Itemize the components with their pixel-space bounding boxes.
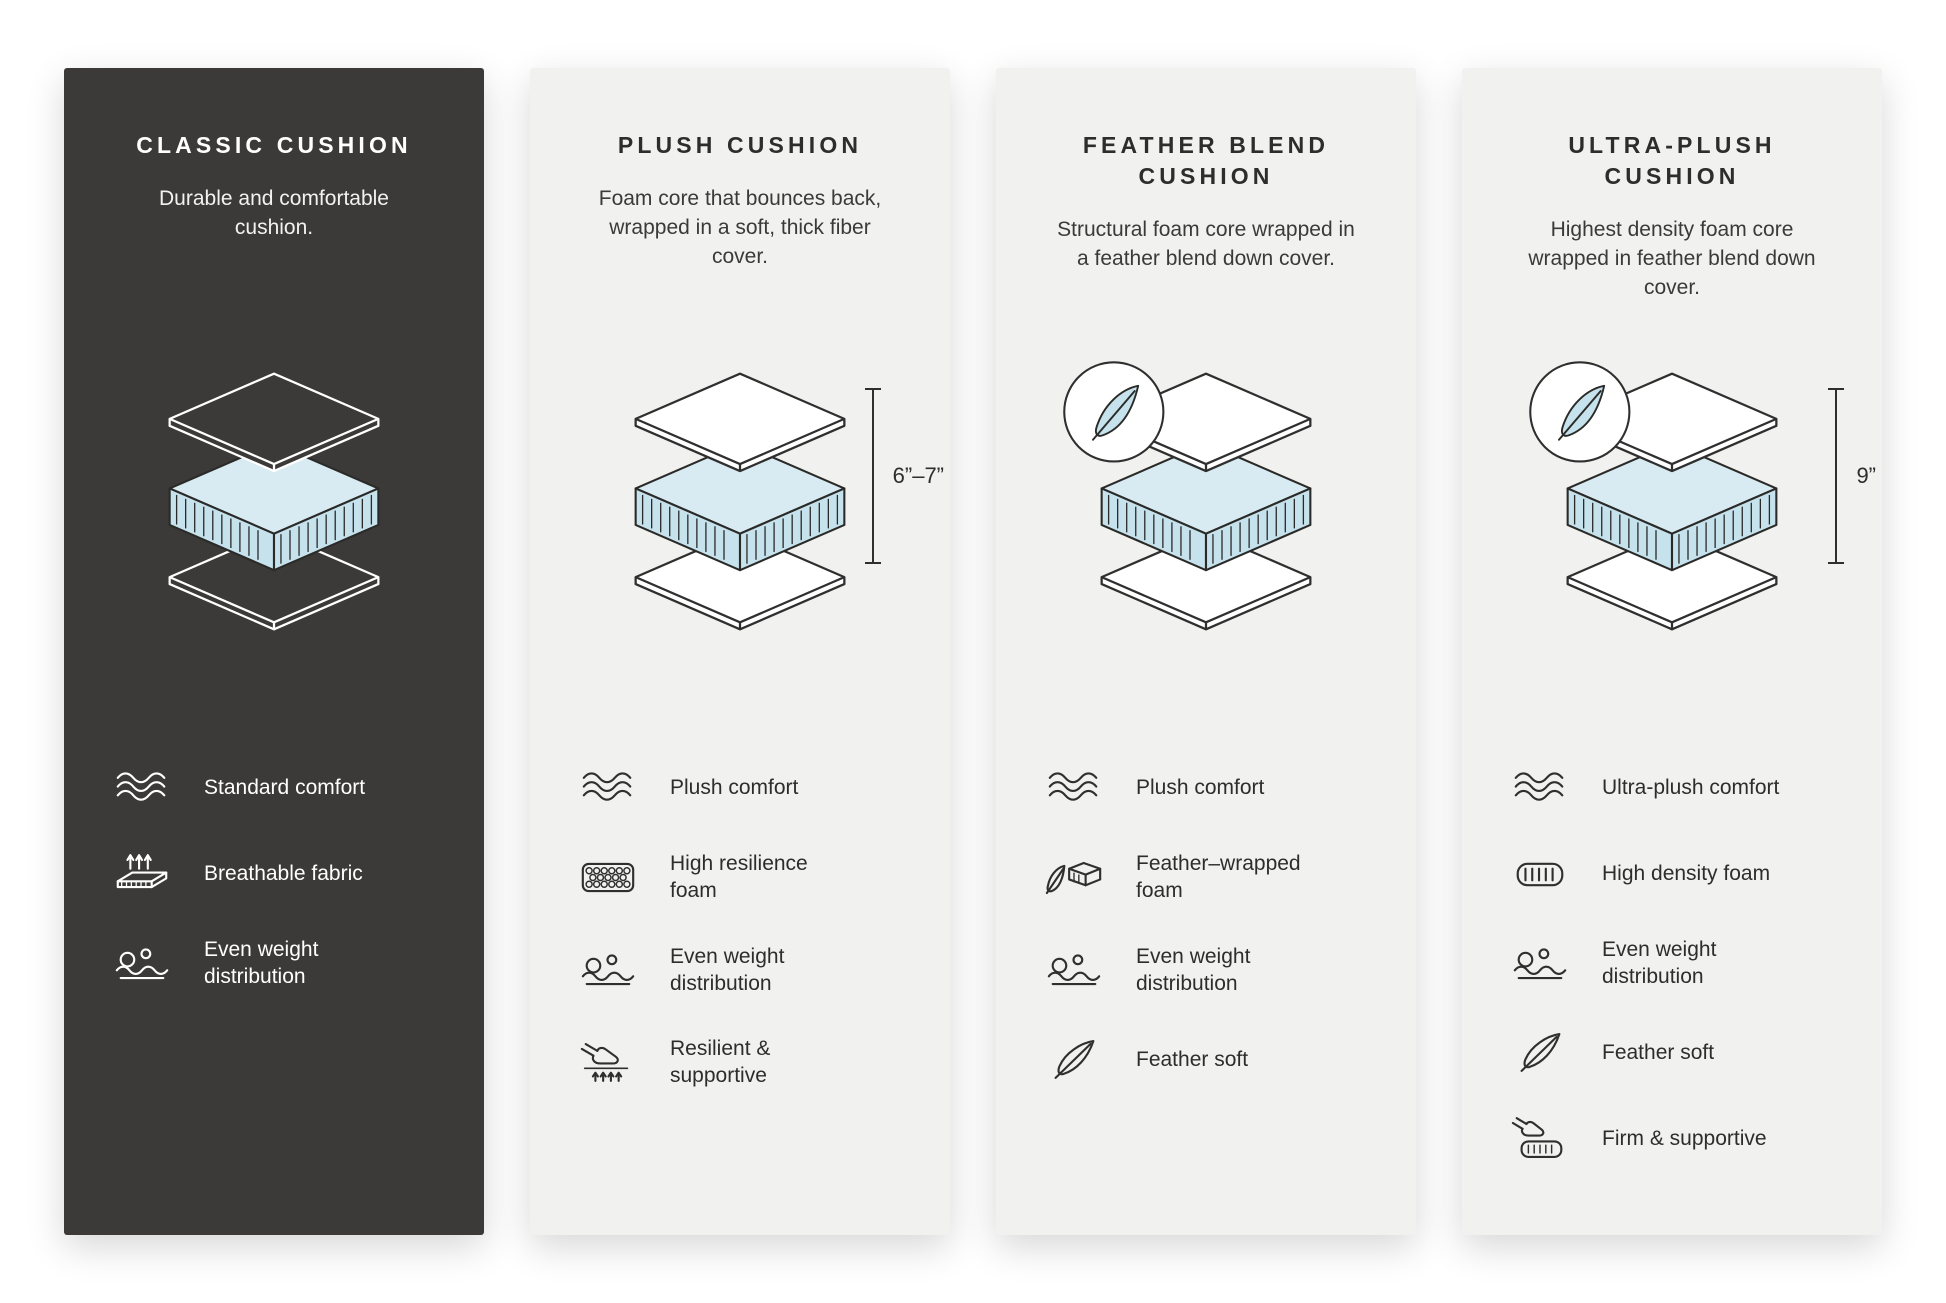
- panel-description: Durable and comfortable cushion.: [159, 187, 389, 240]
- feature-item: Feather soft: [1508, 1029, 1846, 1077]
- foam-coils-icon: [1508, 850, 1572, 898]
- bottom-cover-layer: [634, 530, 846, 631]
- panel-description: Foam core that bounces back, wrapped in …: [598, 187, 882, 268]
- panel-plush-cushion: PLUSH CUSHION Foam core that bounces bac…: [530, 68, 950, 1235]
- feature-item: High resilience foam: [576, 850, 914, 905]
- bottom-cover-layer: [1100, 530, 1312, 631]
- feature-label: Resilient & supportive: [670, 1037, 771, 1088]
- breathable-icon: [110, 850, 174, 898]
- feature-list: Ultra-plush comfort High density foam Ev…: [1498, 764, 1846, 1163]
- hand-press-icon: [576, 1038, 640, 1086]
- panel-header: PLUSH CUSHION Foam core that bounces bac…: [566, 130, 914, 332]
- feature-item: Plush comfort: [1042, 764, 1380, 812]
- weight-distribution-icon: [1042, 946, 1106, 994]
- feature-label: Even weight distribution: [204, 938, 319, 989]
- dimension-label: 6”–7”: [892, 463, 944, 488]
- cushion-layers-illustration: [592, 358, 888, 638]
- foam-core-layer: [1100, 442, 1312, 572]
- feature-item: Even weight distribution: [576, 943, 914, 998]
- bottom-cover-layer: [168, 530, 380, 631]
- feather-icon: [1042, 1035, 1106, 1083]
- cushion-layers-illustration: [1058, 358, 1354, 638]
- feature-item: Firm & supportive: [1508, 1115, 1846, 1163]
- panel-header: FEATHER BLEND CUSHION Structural foam co…: [1032, 130, 1380, 332]
- cushion-diagram: [100, 332, 448, 664]
- firm-support-icon: [1508, 1115, 1572, 1163]
- panel-title: CLASSIC CUSHION: [136, 132, 412, 158]
- feature-list: Standard comfort Breathable fabric Even …: [100, 764, 448, 991]
- panel-description: Highest density foam core wrapped in fea…: [1528, 218, 1816, 300]
- feature-label: Even weight distribution: [670, 944, 785, 995]
- feature-label: Plush comfort: [670, 776, 799, 800]
- dimension-line: [864, 388, 881, 564]
- cushion-diagram: 6”–7”: [566, 332, 944, 664]
- panel-title: ULTRA-PLUSH CUSHION: [1568, 132, 1776, 190]
- panel-title: FEATHER BLEND CUSHION: [1082, 132, 1330, 190]
- cushion-diagram: [1032, 332, 1380, 664]
- dimension-label: 9”: [1856, 463, 1876, 488]
- top-cover-layer: [634, 372, 846, 473]
- top-cover-layer: [168, 372, 380, 473]
- height-dimension: 6”–7”: [864, 388, 944, 564]
- feature-item: Plush comfort: [576, 764, 914, 812]
- feature-label: Feather soft: [1602, 1040, 1715, 1064]
- weight-distribution-icon: [110, 939, 174, 987]
- feature-label: Firm & supportive: [1602, 1126, 1767, 1150]
- feature-list: Plush comfort Feather–wrapped foam Even …: [1032, 764, 1380, 1083]
- panel-header: CLASSIC CUSHION Durable and comfortable …: [100, 130, 448, 332]
- feature-item: Standard comfort: [110, 764, 448, 812]
- feature-label: Feather–wrapped foam: [1136, 852, 1301, 903]
- dimension-line: [1828, 388, 1845, 564]
- panel-title: PLUSH CUSHION: [617, 132, 863, 158]
- feature-item: Feather soft: [1042, 1035, 1380, 1083]
- weight-distribution-icon: [1508, 939, 1572, 987]
- feature-item: Even weight distribution: [110, 936, 448, 991]
- feature-item: Even weight distribution: [1042, 943, 1380, 998]
- feature-item: Even weight distribution: [1508, 936, 1846, 991]
- feature-item: Resilient & supportive: [576, 1035, 914, 1090]
- waves-icon: [110, 764, 174, 812]
- panel-header: ULTRA-PLUSH CUSHION Highest density foam…: [1498, 130, 1846, 332]
- feature-item: Ultra-plush comfort: [1508, 764, 1846, 812]
- feature-item: Breathable fabric: [110, 850, 448, 898]
- weight-distribution-icon: [576, 946, 640, 994]
- panel-feather-blend-cushion: FEATHER BLEND CUSHION Structural foam co…: [996, 68, 1416, 1235]
- bottom-cover-layer: [1566, 530, 1778, 631]
- waves-icon: [1508, 764, 1572, 812]
- foam-core-layer: [168, 442, 380, 572]
- honeycomb-icon: [576, 853, 640, 901]
- feature-label: Plush comfort: [1136, 776, 1265, 800]
- feather-icon: [1508, 1029, 1572, 1077]
- feather-foam-icon: [1042, 853, 1106, 901]
- feature-list: Plush comfort High resilience foam Even …: [566, 764, 914, 1090]
- feature-label: Standard comfort: [204, 776, 366, 800]
- feather-badge-icon: [1063, 361, 1165, 463]
- cushion-layers-illustration: [1524, 358, 1820, 638]
- feather-badge-icon: [1529, 361, 1631, 463]
- feature-label: Even weight distribution: [1602, 938, 1717, 989]
- cushion-diagram: 9”: [1498, 332, 1876, 664]
- feature-item: Feather–wrapped foam: [1042, 850, 1380, 905]
- feature-label: High resilience foam: [670, 852, 808, 903]
- waves-icon: [576, 764, 640, 812]
- panel-classic-cushion: CLASSIC CUSHION Durable and comfortable …: [64, 68, 484, 1235]
- foam-core-layer: [1566, 442, 1778, 572]
- feature-label: Breathable fabric: [204, 862, 363, 886]
- waves-icon: [1042, 764, 1106, 812]
- feature-label: Even weight distribution: [1136, 944, 1251, 995]
- panel-description: Structural foam core wrapped in a feathe…: [1057, 218, 1355, 271]
- feature-item: High density foam: [1508, 850, 1846, 898]
- feature-label: Ultra-plush comfort: [1602, 776, 1780, 800]
- cushion-layers-illustration: [126, 358, 422, 638]
- foam-core-layer: [634, 442, 846, 572]
- feature-label: Feather soft: [1136, 1047, 1249, 1071]
- height-dimension: 9”: [1828, 388, 1876, 564]
- panel-ultra-plush-cushion: ULTRA-PLUSH CUSHION Highest density foam…: [1462, 68, 1882, 1235]
- feature-label: High density foam: [1602, 862, 1771, 886]
